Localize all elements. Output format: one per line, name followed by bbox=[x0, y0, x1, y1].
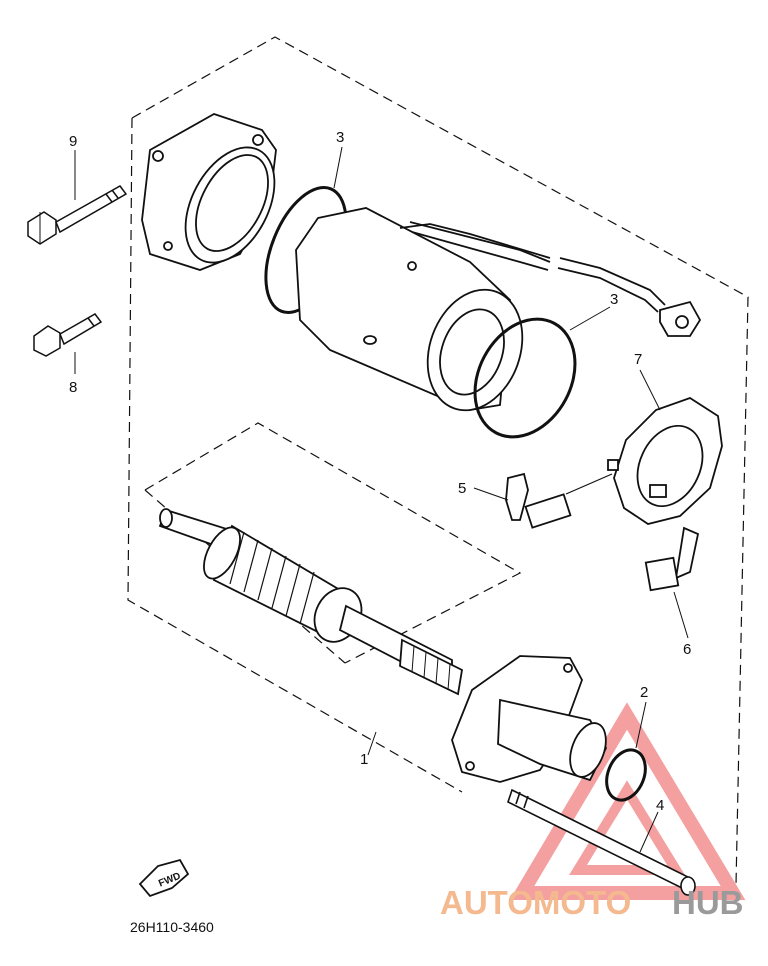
brush-5 bbox=[505, 472, 613, 529]
o-ring-3-right bbox=[473, 317, 577, 439]
callout-2: 2 bbox=[640, 684, 648, 701]
leader-line-1 bbox=[367, 731, 377, 756]
callout-8: 8 bbox=[69, 379, 77, 396]
leader-line-2 bbox=[635, 701, 647, 749]
watermark-triangle-logo bbox=[509, 702, 746, 900]
leader-line-5 bbox=[473, 487, 509, 501]
watermark-text-automoto: AUTOMOTO bbox=[440, 884, 631, 921]
callout-3-right: 3 bbox=[610, 291, 618, 308]
short-bolt-8 bbox=[33, 313, 103, 357]
leader-line-3b bbox=[569, 306, 611, 331]
callout-7: 7 bbox=[634, 351, 642, 368]
rear-end-cover bbox=[141, 113, 277, 271]
leader-line-4 bbox=[639, 811, 659, 853]
through-bolt-4 bbox=[507, 788, 696, 896]
leader-line-6 bbox=[673, 591, 689, 639]
lead-wire-terminal bbox=[409, 221, 702, 337]
callout-1: 1 bbox=[360, 751, 368, 768]
long-bolt-9 bbox=[27, 185, 128, 245]
armature-1 bbox=[158, 508, 463, 696]
leader-line-7 bbox=[639, 369, 661, 411]
yoke-housing bbox=[295, 207, 551, 412]
front-end-cover bbox=[451, 655, 608, 783]
brush-6 bbox=[644, 526, 700, 592]
fwd-direction-arrow: FWD bbox=[138, 858, 190, 898]
watermark-text-hub: HUB bbox=[672, 884, 744, 921]
callout-4: 4 bbox=[656, 797, 664, 814]
callout-3-left: 3 bbox=[336, 129, 344, 146]
callout-6: 6 bbox=[683, 641, 691, 658]
diagram-part-code: 26H110-3460 bbox=[130, 919, 214, 935]
leader-line-3a bbox=[333, 146, 343, 189]
callout-5: 5 bbox=[458, 480, 466, 497]
callout-9: 9 bbox=[69, 133, 77, 150]
brush-holder-plate-7 bbox=[607, 397, 723, 525]
o-ring-2 bbox=[605, 748, 647, 802]
